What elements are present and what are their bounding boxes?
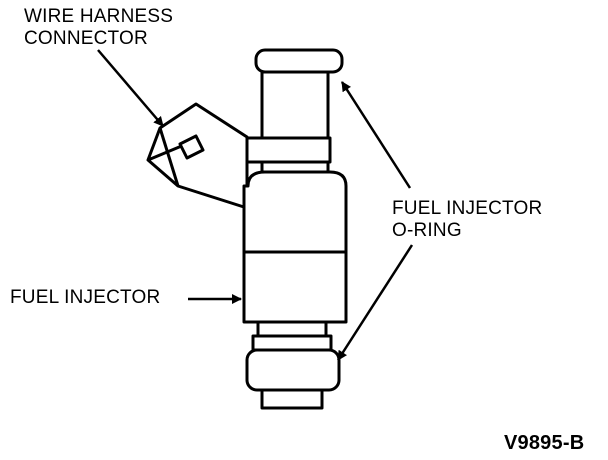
bottom-o-ring: [245, 348, 341, 392]
main-body: [242, 170, 348, 254]
injector-drawing: [146, 48, 348, 410]
nozzle-shoulder: [251, 334, 333, 352]
body-collar: [243, 136, 332, 164]
leader-arrows: [97, 49, 414, 361]
wire-harness-connector-label: WIRE HARNESS CONNECTOR: [24, 6, 174, 49]
arrow-bottom-o-ring: [336, 244, 414, 361]
nozzle-tip: [260, 388, 324, 410]
figure-code: V9895-B: [504, 432, 585, 454]
wire-harness-connector: [146, 102, 249, 210]
fuel-injector-label: FUEL INJECTOR: [10, 287, 161, 308]
arrow-top-o-ring: [340, 81, 412, 189]
connector-key: [178, 134, 205, 160]
lower-body: [242, 250, 348, 324]
fuel-injector-o-ring-label: FUEL INJECTOR O-RING: [392, 198, 543, 241]
neck: [256, 320, 328, 338]
top-o-ring: [254, 48, 344, 74]
arrow-wire-harness: [97, 49, 164, 127]
